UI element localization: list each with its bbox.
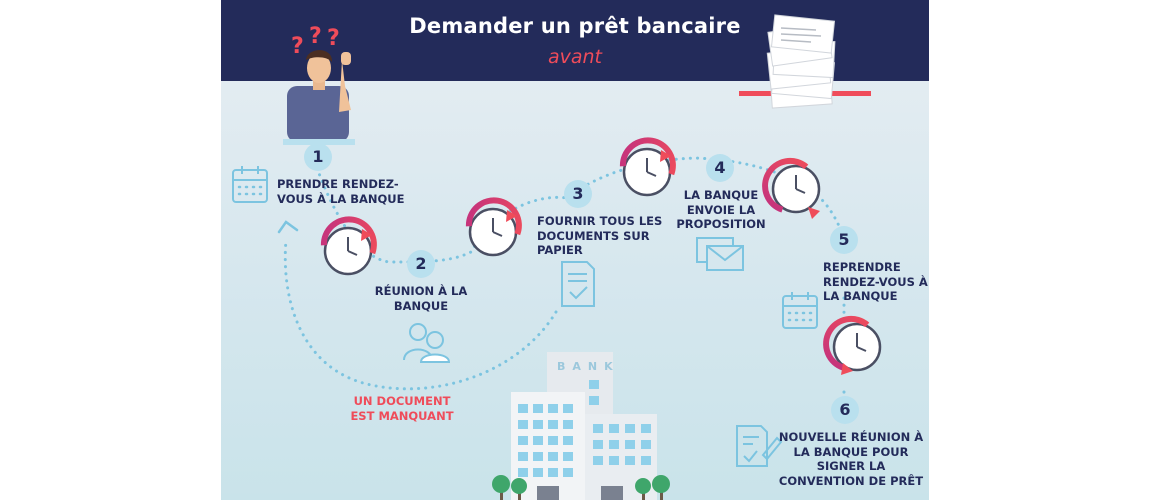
- step-6-number: 6: [831, 396, 859, 424]
- infographic-panel: Demander un prêt bancaire avant ? ? ?: [221, 0, 929, 500]
- step-6-label: Nouvelle réunion à la banque pour signer…: [778, 430, 924, 488]
- step-3-number: 3: [564, 180, 592, 208]
- page-subtitle: avant: [547, 46, 603, 68]
- confused-man-icon: ? ? ?: [283, 24, 355, 145]
- calendar-icon: [232, 166, 268, 203]
- calendar-icon: [782, 292, 818, 329]
- step-4-number: 4: [706, 154, 734, 182]
- bank-building-icon: [511, 352, 657, 500]
- step-2-label: Réunion à la banque: [374, 284, 468, 313]
- clock-icon: [619, 137, 676, 197]
- missing-document-note: Un document est manquant: [350, 394, 454, 423]
- tree-icon: [635, 475, 670, 500]
- step-4-label: La banque envoie la proposition: [676, 188, 766, 231]
- clock-icon: [762, 157, 821, 219]
- envelopes-icon: [696, 237, 744, 271]
- svg-text:?: ?: [309, 24, 322, 49]
- diagram-art: ? ? ?: [232, 14, 882, 500]
- step-1-number: 1: [304, 143, 332, 171]
- step-2-number: 2: [407, 250, 435, 278]
- paper-stack-icon: [739, 14, 871, 109]
- step-5-number: 5: [830, 226, 858, 254]
- clock-icon: [320, 216, 377, 276]
- tree-icon: [492, 475, 527, 500]
- step-5-label: Reprendre rendez-vous à la banque: [823, 260, 928, 303]
- document-sign-icon: [736, 425, 783, 467]
- step-1-label: Prendre rendez- vous à la banque: [277, 177, 405, 206]
- people-icon: [403, 323, 451, 363]
- return-loop-path: [283, 238, 558, 391]
- svg-text:?: ?: [327, 26, 340, 51]
- step-3-label: Fournir tous les documents sur papier: [537, 214, 663, 257]
- document-check-icon: [561, 261, 595, 307]
- return-arrow-icon: [277, 220, 299, 234]
- clock-icon: [465, 197, 522, 257]
- clock-icon: [823, 315, 882, 375]
- page-title: Demander un prêt bancaire: [409, 14, 741, 38]
- question-marks-icon: ?: [291, 34, 304, 59]
- bank-sign: BANK: [557, 360, 620, 373]
